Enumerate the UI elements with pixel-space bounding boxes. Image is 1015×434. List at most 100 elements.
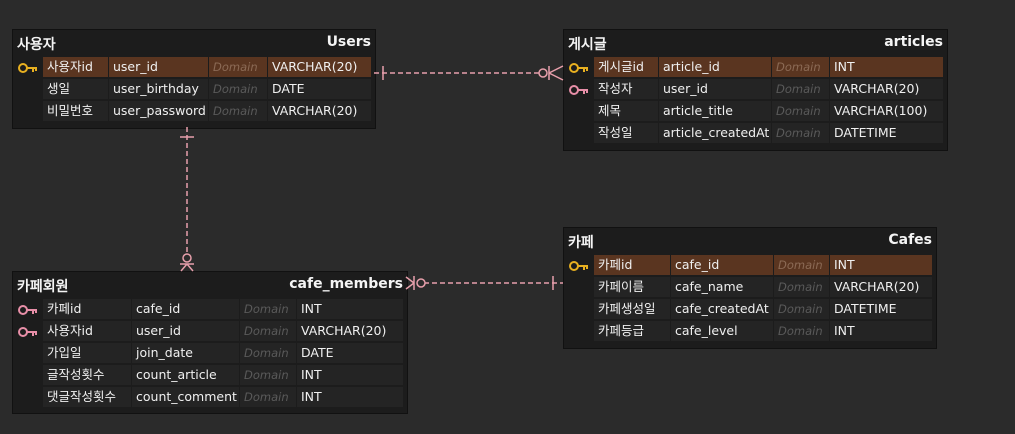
entity-physical-name: cafe_members (289, 276, 403, 292)
column-physical-name: cafe_level (671, 321, 773, 341)
column-domain: Domain (240, 299, 296, 319)
column-physical-name: cafe_id (132, 299, 239, 319)
entity-logical-name: 카페회원 (17, 279, 69, 295)
column-type: INT (297, 299, 403, 319)
primary-key-icon (569, 60, 589, 74)
column-domain: Domain (774, 255, 829, 275)
column-physical-name: count_article (132, 365, 239, 385)
column-domain: Domain (240, 387, 296, 407)
entity-header[interactable]: 사용자 Users (13, 30, 375, 56)
column-logical-name: 제목 (594, 101, 658, 121)
column-domain: Domain (772, 79, 829, 99)
column-logical-name: 게시글id (594, 57, 658, 77)
column-domain: Domain (209, 79, 267, 99)
column-physical-name: user_id (109, 57, 208, 77)
column-logical-name: 가입일 (43, 343, 131, 363)
column-physical-name: cafe_id (671, 255, 773, 275)
column-logical-name: 글작성횟수 (43, 365, 131, 385)
column-logical-name: 카페생성일 (594, 299, 670, 319)
column-type: VARCHAR(20) (830, 277, 932, 297)
column-type: DATE (297, 343, 403, 363)
column-domain: Domain (774, 299, 829, 319)
column-logical-name: 댓글작성횟수 (43, 387, 131, 407)
column-domain: Domain (774, 321, 829, 341)
column-logical-name: 카페id (43, 299, 131, 319)
column-physical-name: cafe_name (671, 277, 773, 297)
column-type: DATE (268, 79, 371, 99)
column-domain: Domain (240, 343, 296, 363)
column-physical-name: user_password (109, 101, 208, 121)
entity-logical-name: 카페 (568, 235, 594, 251)
primary-key-icon (569, 258, 589, 272)
column-type: VARCHAR(100) (830, 101, 943, 121)
column-type: INT (297, 387, 403, 407)
primary-key-icon (18, 60, 38, 74)
entity-physical-name: Cafes (888, 232, 932, 248)
foreign-key-icon (569, 82, 589, 96)
column-domain: Domain (774, 277, 829, 297)
column-type: VARCHAR(20) (830, 79, 943, 99)
column-domain: Domain (772, 57, 829, 77)
column-type: INT (830, 57, 943, 77)
entity-logical-name: 게시글 (568, 37, 607, 53)
entity-header[interactable]: 카페회원 cafe_members (13, 272, 407, 298)
column-type: INT (297, 365, 403, 385)
column-domain: Domain (772, 101, 829, 121)
column-physical-name: user_birthday (109, 79, 208, 99)
column-physical-name: count_comment (132, 387, 239, 407)
entity-header[interactable]: 카페 Cafes (564, 228, 936, 254)
column-type: VARCHAR(20) (297, 321, 403, 341)
entity-physical-name: Users (326, 34, 371, 50)
column-logical-name: 카페등급 (594, 321, 670, 341)
column-type: INT (830, 321, 932, 341)
column-logical-name: 사용자id (43, 321, 131, 341)
entity-logical-name: 사용자 (17, 37, 56, 53)
column-physical-name: article_title (659, 101, 771, 121)
relationship-users-cafe-members[interactable] (180, 127, 194, 272)
column-logical-name: 사용자id (43, 57, 108, 77)
column-logical-name: 카페id (594, 255, 670, 275)
column-logical-name: 비밀번호 (43, 101, 108, 121)
foreign-key-icon (18, 302, 38, 316)
entity-header[interactable]: 게시글 articles (564, 30, 947, 56)
entity-physical-name: articles (884, 34, 943, 50)
column-physical-name: article_createdAt (659, 123, 771, 143)
relationship-cafes-cafe-members[interactable] (405, 276, 563, 290)
relationship-users-articles[interactable] (374, 65, 564, 81)
column-type: DATETIME (830, 299, 932, 319)
column-type: INT (830, 255, 932, 275)
column-logical-name: 카페이름 (594, 277, 670, 297)
column-type: VARCHAR(20) (268, 57, 371, 77)
column-physical-name: cafe_createdAt (671, 299, 773, 319)
column-physical-name: user_id (659, 79, 771, 99)
column-domain: Domain (240, 365, 296, 385)
column-physical-name: article_id (659, 57, 771, 77)
column-type: VARCHAR(20) (268, 101, 371, 121)
column-domain: Domain (240, 321, 296, 341)
column-type: DATETIME (830, 123, 943, 143)
column-logical-name: 생일 (43, 79, 108, 99)
column-logical-name: 작성일 (594, 123, 658, 143)
column-physical-name: join_date (132, 343, 239, 363)
